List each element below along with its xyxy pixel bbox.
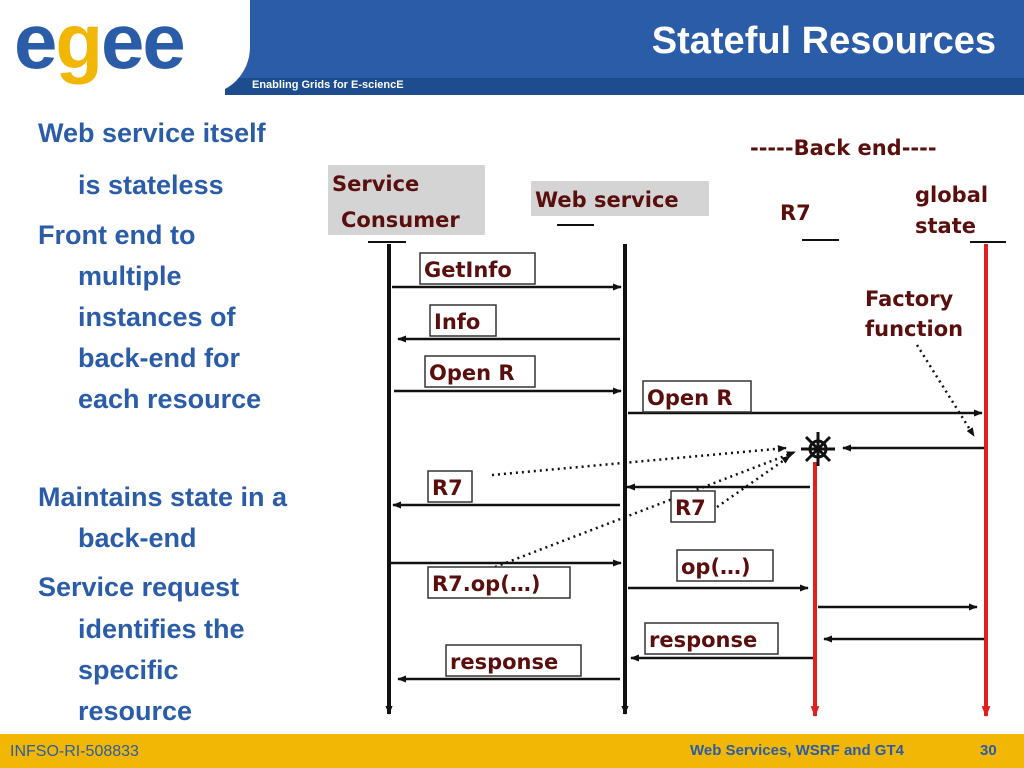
- egee-logo: egee: [0, 0, 250, 95]
- footer-topic: Web Services, WSRF and GT4: [690, 742, 904, 759]
- tagline: Enabling Grids for E-sciencE: [252, 79, 404, 91]
- message-label: response: [649, 628, 757, 652]
- message-label: R7.op(…): [432, 572, 540, 596]
- bullet-line: Service request: [38, 572, 240, 602]
- bullet-line: identifies the: [78, 614, 245, 644]
- bullet-line: each resource: [78, 384, 262, 414]
- message-box: [670, 490, 716, 523]
- web-service-label: Web service: [535, 188, 679, 212]
- header-bar: [225, 0, 1024, 78]
- message-label: response: [450, 650, 558, 674]
- slide-footer: INFSO-RI-508833 Web Services, WSRF and G…: [0, 734, 1024, 768]
- message-label: GetInfo: [424, 258, 512, 282]
- message-label: R7: [675, 496, 706, 520]
- global-state-label: state: [915, 214, 976, 238]
- page-number: 30: [980, 742, 997, 759]
- star-icon: [801, 432, 835, 466]
- bullet-line: Front end to: [38, 220, 196, 250]
- bullet-line: resource: [78, 696, 193, 726]
- dotted-reference: [716, 454, 791, 509]
- message-label: op(…): [681, 555, 751, 579]
- bullet-line: specific: [78, 655, 179, 685]
- global-state-label: global: [915, 183, 988, 207]
- slide-title: Stateful Resources: [651, 20, 996, 62]
- message-box: [676, 549, 774, 582]
- message-box: [427, 566, 571, 599]
- message-box: [424, 355, 536, 388]
- bullet-line: Web service itself: [38, 118, 266, 148]
- web-service-box: [531, 181, 709, 216]
- slide-header: egee Enabling Grids for E-sciencE Statef…: [0, 0, 1024, 95]
- consumer-label: Consumer: [341, 208, 460, 232]
- message-label: Open R: [429, 361, 515, 385]
- bullet-line: back-end for: [78, 343, 241, 373]
- message-box: [445, 644, 582, 677]
- message-label: R7: [432, 476, 463, 500]
- consumer-box: [328, 165, 485, 235]
- factory-label: function: [865, 317, 963, 341]
- bullet-line: back-end: [78, 523, 197, 553]
- factory-label: Factory: [865, 287, 954, 311]
- message-label: Info: [434, 310, 480, 334]
- message-box: [427, 470, 473, 503]
- r7-label: R7: [780, 201, 811, 225]
- message-box: [419, 252, 536, 285]
- factory-pointer: [915, 344, 976, 437]
- header-stripe: [225, 78, 1024, 95]
- logo-text: egee: [14, 0, 186, 85]
- bullet-line: Maintains state in a: [38, 482, 288, 512]
- bullet-line: is stateless: [78, 170, 224, 200]
- sequence-diagram: -----Back end---- Service Consumer Web s…: [328, 136, 1006, 718]
- message-box: [644, 622, 779, 655]
- message-box: [429, 304, 497, 337]
- back-end-label: -----Back end----: [750, 136, 937, 160]
- bullet-line: instances of: [78, 302, 236, 332]
- message-label: Open R: [647, 386, 733, 410]
- dotted-reference: [491, 445, 787, 477]
- bullet-line: multiple: [78, 261, 182, 291]
- consumer-label: Service: [332, 172, 419, 196]
- message-box: [642, 380, 752, 413]
- footer-project-id: INFSO-RI-508833: [10, 743, 139, 760]
